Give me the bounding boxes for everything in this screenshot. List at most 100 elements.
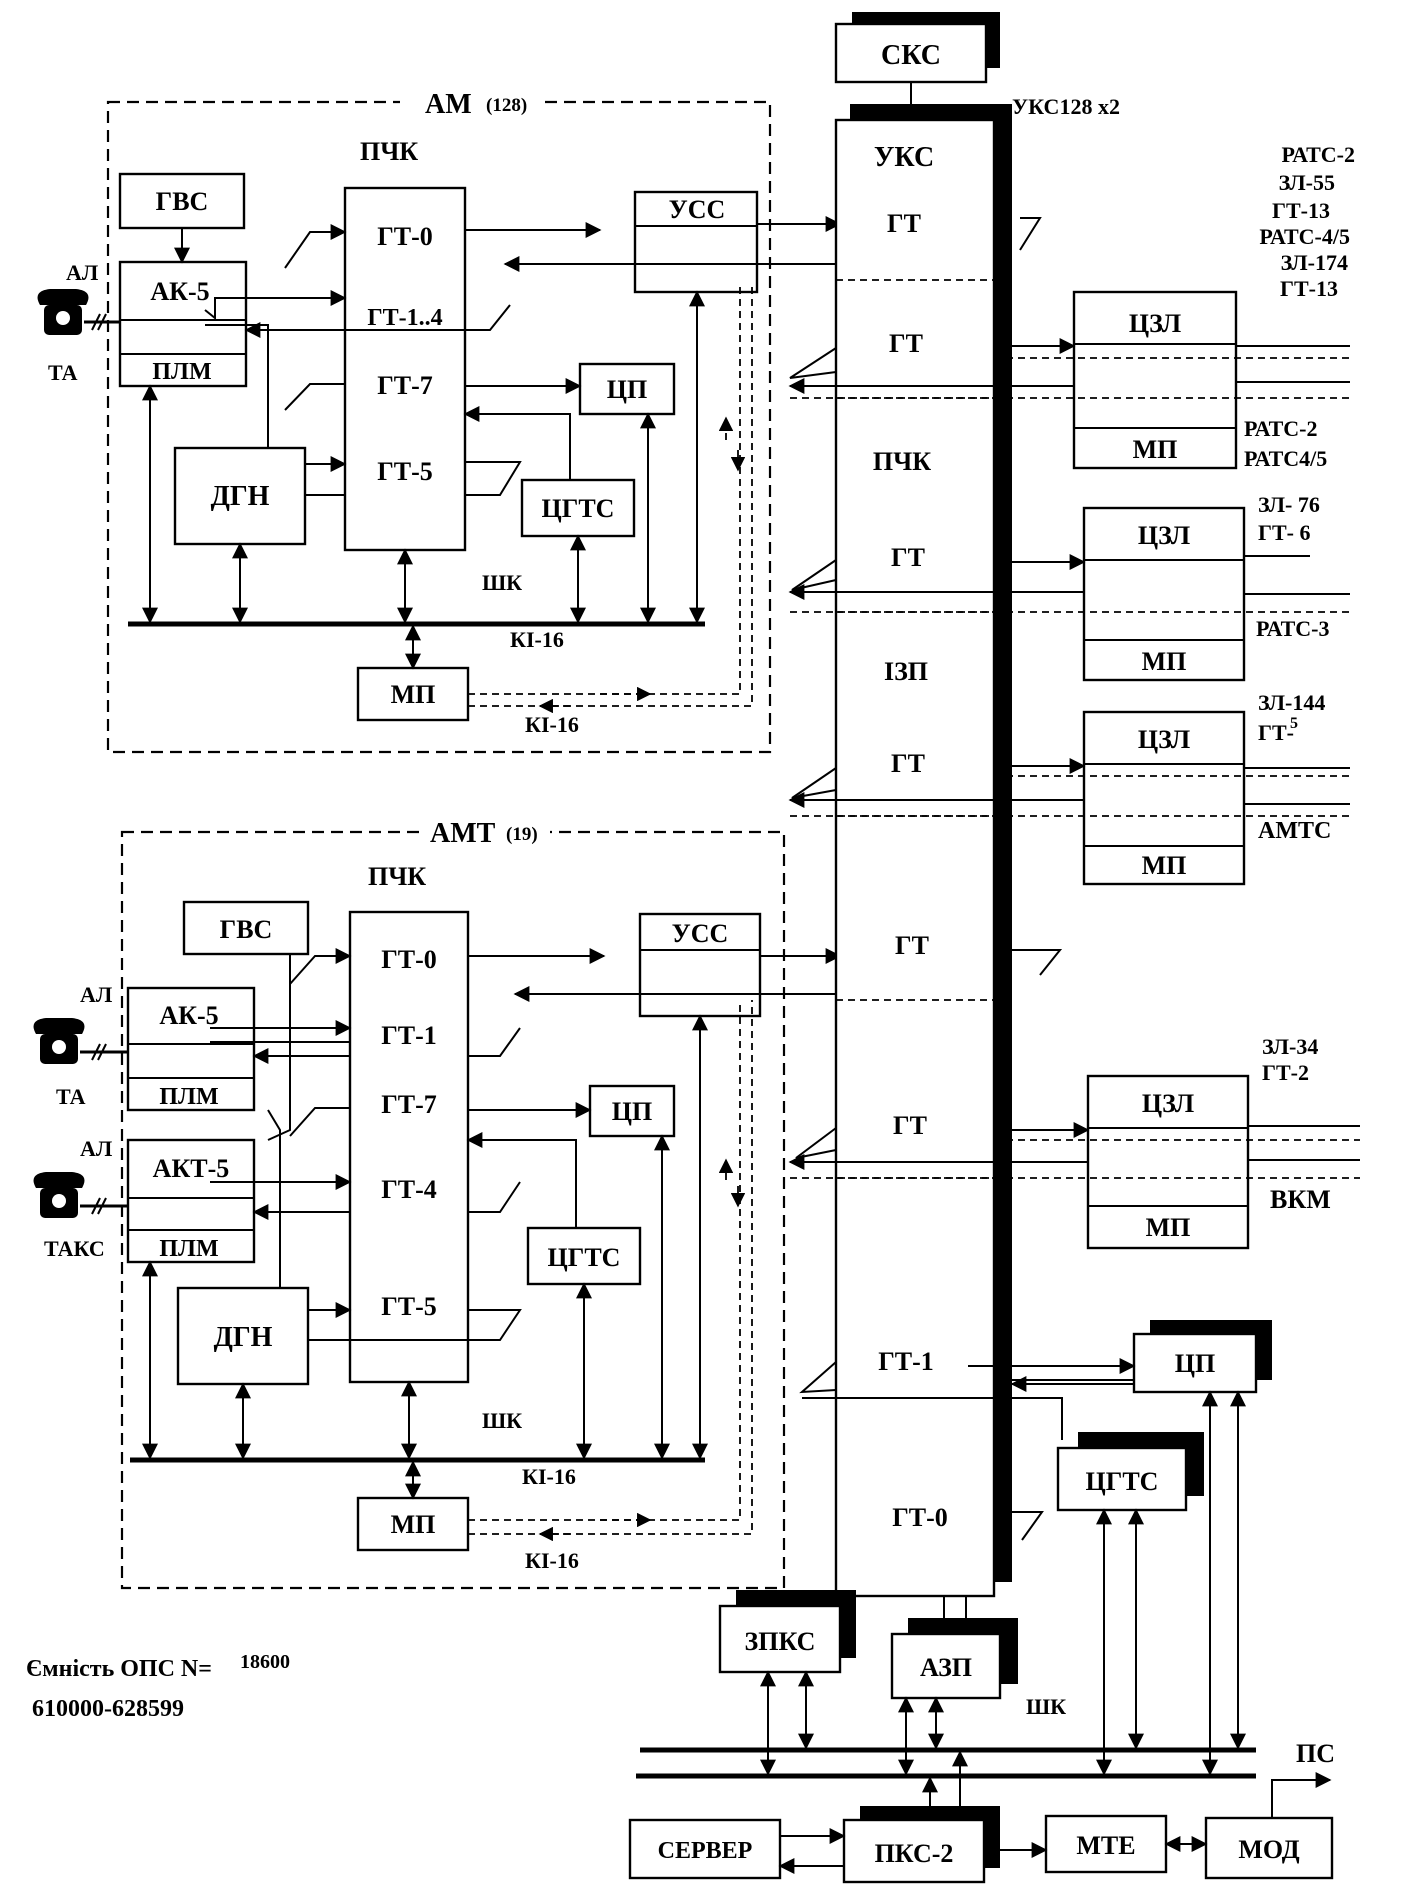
amt-phone-icon-1 (33, 1018, 85, 1064)
am-gt0: ГТ-0 (377, 222, 433, 251)
trunk1-dest2: РАТС4/5 (1244, 446, 1327, 471)
server-label: СЕРВЕР (658, 1838, 753, 1864)
am-ak5-label: АК-5 (150, 277, 209, 306)
am-gt5: ГТ-5 (377, 457, 433, 486)
am-ki-bus-label: КІ-16 (510, 627, 564, 652)
trunk3-mp: МП (1142, 851, 1187, 880)
ctrl-shk-label: ШК (1026, 1694, 1066, 1719)
amt-mp-box (356, 1496, 470, 1552)
trunk4-dest: ВКМ (1270, 1185, 1331, 1214)
amt-ki-mp-label: КІ-16 (525, 1548, 579, 1573)
amt-mp-label: МП (391, 1510, 436, 1539)
am-dgn-label: ДГН (211, 481, 270, 512)
zpks-box (718, 1604, 842, 1674)
am-uss-box (633, 190, 759, 294)
ctrl-cgts-label: ЦГТС (1086, 1467, 1159, 1496)
uks-gt-3: ГТ (891, 543, 925, 572)
amt-ta-label: ТА (56, 1084, 86, 1109)
trunk4-czl: ЦЗЛ (1142, 1089, 1194, 1118)
control-section: ЦП ЦГТС ЗПКС АЗП ШК ПС СЕРВЕР ПКС-2 МТЕ … (628, 1320, 1335, 1884)
amt-plm2-label: ПЛМ (159, 1236, 218, 1262)
am-count: (128) (486, 95, 527, 116)
amt-module: АМТ (19) ПЧК ГВС АК-5 ПЛМ АКТ-5 ПЛМ ДГН … (33, 818, 842, 1590)
svg-text:РАТС-2: РАТС-2 (1282, 142, 1355, 167)
amt-dgn-box (176, 1286, 310, 1386)
svg-text:РАТС-4/5: РАТС-4/5 (1259, 224, 1350, 249)
trunk2-gt: ГТ- 6 (1258, 520, 1311, 545)
amt-gt7: ГТ-7 (381, 1090, 437, 1119)
amt-gt4: ГТ-4 (381, 1175, 437, 1204)
ctrl-cp-box (1132, 1332, 1258, 1394)
azp-label: АЗП (920, 1653, 972, 1682)
trunk1-mp: МП (1133, 435, 1178, 464)
uks-gt-5: ГТ (895, 931, 929, 960)
am-title: АМ (425, 89, 472, 120)
azp-box (890, 1632, 1002, 1700)
ps-label: ПС (1296, 1739, 1335, 1768)
amt-phone-icon-2 (33, 1172, 85, 1218)
am-shk-label: ШК (482, 570, 522, 595)
uks-gt-4: ГТ (891, 749, 925, 778)
pks2-box (842, 1818, 986, 1884)
capacity-note: Ємність ОПС N= 18600 610000-628599 (26, 1651, 290, 1722)
uks-label: УКС (874, 142, 934, 173)
trunk4-gt: ГТ-2 (1262, 1060, 1309, 1085)
uks-gt-6: ГТ (893, 1111, 927, 1140)
sks-label: СКС (881, 40, 941, 71)
trunk4-czl-box (1086, 1074, 1250, 1250)
am-module: АМ (128) ПЧК ГВС АК-5 ПЛМ ДГН ГТ-0 ГТ-1.… (37, 88, 842, 754)
amt-gvs-box (182, 900, 310, 956)
uks-gt-1: ГТ (887, 209, 921, 238)
amt-title: АМТ (430, 818, 496, 849)
trunk1-dest1: РАТС-2 (1244, 416, 1317, 441)
ctrl-cgts-box (1056, 1446, 1188, 1512)
amt-taks-label: ТАКС (44, 1236, 105, 1261)
amt-al1-label: АЛ (80, 982, 113, 1007)
uks-column: СКС УКС128 x2 УКС ГТ ГТ ПЧК ГТ ІЗП ГТ ГТ… (789, 12, 1120, 1598)
am-pchk-label: ПЧК (360, 137, 418, 166)
trunk4-zl: ЗЛ-34 (1262, 1034, 1318, 1059)
capacity-value: 18600 (240, 1651, 290, 1673)
trunk3-czl-box (1082, 710, 1246, 886)
amt-plm1-label: ПЛМ (159, 1084, 218, 1110)
amt-ki-bus-label: КІ-16 (522, 1464, 576, 1489)
top-note: РАТС-2 ЗЛ-55 ГТ-13 РАТС-4/5 ЗЛ-174 ГТ-13 (1259, 142, 1355, 301)
trunk2-dest: РАТС-3 (1256, 616, 1329, 641)
trunk3-gt: ГТ- (1258, 720, 1294, 745)
sks-box (834, 22, 988, 84)
svg-text:ЗЛ-174: ЗЛ-174 (1281, 250, 1348, 275)
amt-uss-box (638, 912, 762, 1018)
ctrl-cp-label: ЦП (1175, 1349, 1215, 1378)
trunk3-gt-sup: 5 (1290, 715, 1298, 732)
amt-cp-box (588, 1084, 676, 1138)
amt-gt5: ГТ-5 (381, 1292, 437, 1321)
am-ta-label: ТА (48, 360, 78, 385)
amt-ak5-box (126, 986, 256, 1112)
am-mp-label: МП (391, 680, 436, 709)
trunk3-czl: ЦЗЛ (1138, 725, 1190, 754)
am-gt14: ГТ-1..4 (367, 305, 442, 331)
am-cp-label: ЦП (607, 375, 647, 404)
amt-shk-label: ШК (482, 1408, 522, 1433)
pks2-label: ПКС-2 (875, 1839, 954, 1868)
am-pchk-box (343, 186, 467, 552)
am-al-label: АЛ (66, 260, 99, 285)
uks-box (834, 118, 996, 1598)
uks-izp: ІЗП (884, 657, 928, 686)
amt-gt0: ГТ-0 (381, 945, 437, 974)
uks-gt-2: ГТ (889, 329, 923, 358)
amt-cp-label: ЦП (612, 1097, 652, 1126)
trunk3-dest: АМТС (1258, 818, 1331, 844)
am-ki-mp-label: КІ-16 (525, 712, 579, 737)
trunk4-mp: МП (1146, 1213, 1191, 1242)
svg-text:ГТ-13: ГТ-13 (1280, 276, 1338, 301)
trunk3-zl: ЗЛ-144 (1258, 690, 1325, 715)
svg-text:ГТ-13: ГТ-13 (1272, 198, 1330, 223)
server-box (628, 1818, 782, 1880)
amt-gvs-label: ГВС (220, 915, 273, 944)
amt-pchk-label: ПЧК (368, 862, 426, 891)
amt-ak5-label: АК-5 (159, 1001, 218, 1030)
amt-cgts-label: ЦГТС (548, 1243, 621, 1272)
am-gvs-label: ГВС (156, 187, 209, 216)
